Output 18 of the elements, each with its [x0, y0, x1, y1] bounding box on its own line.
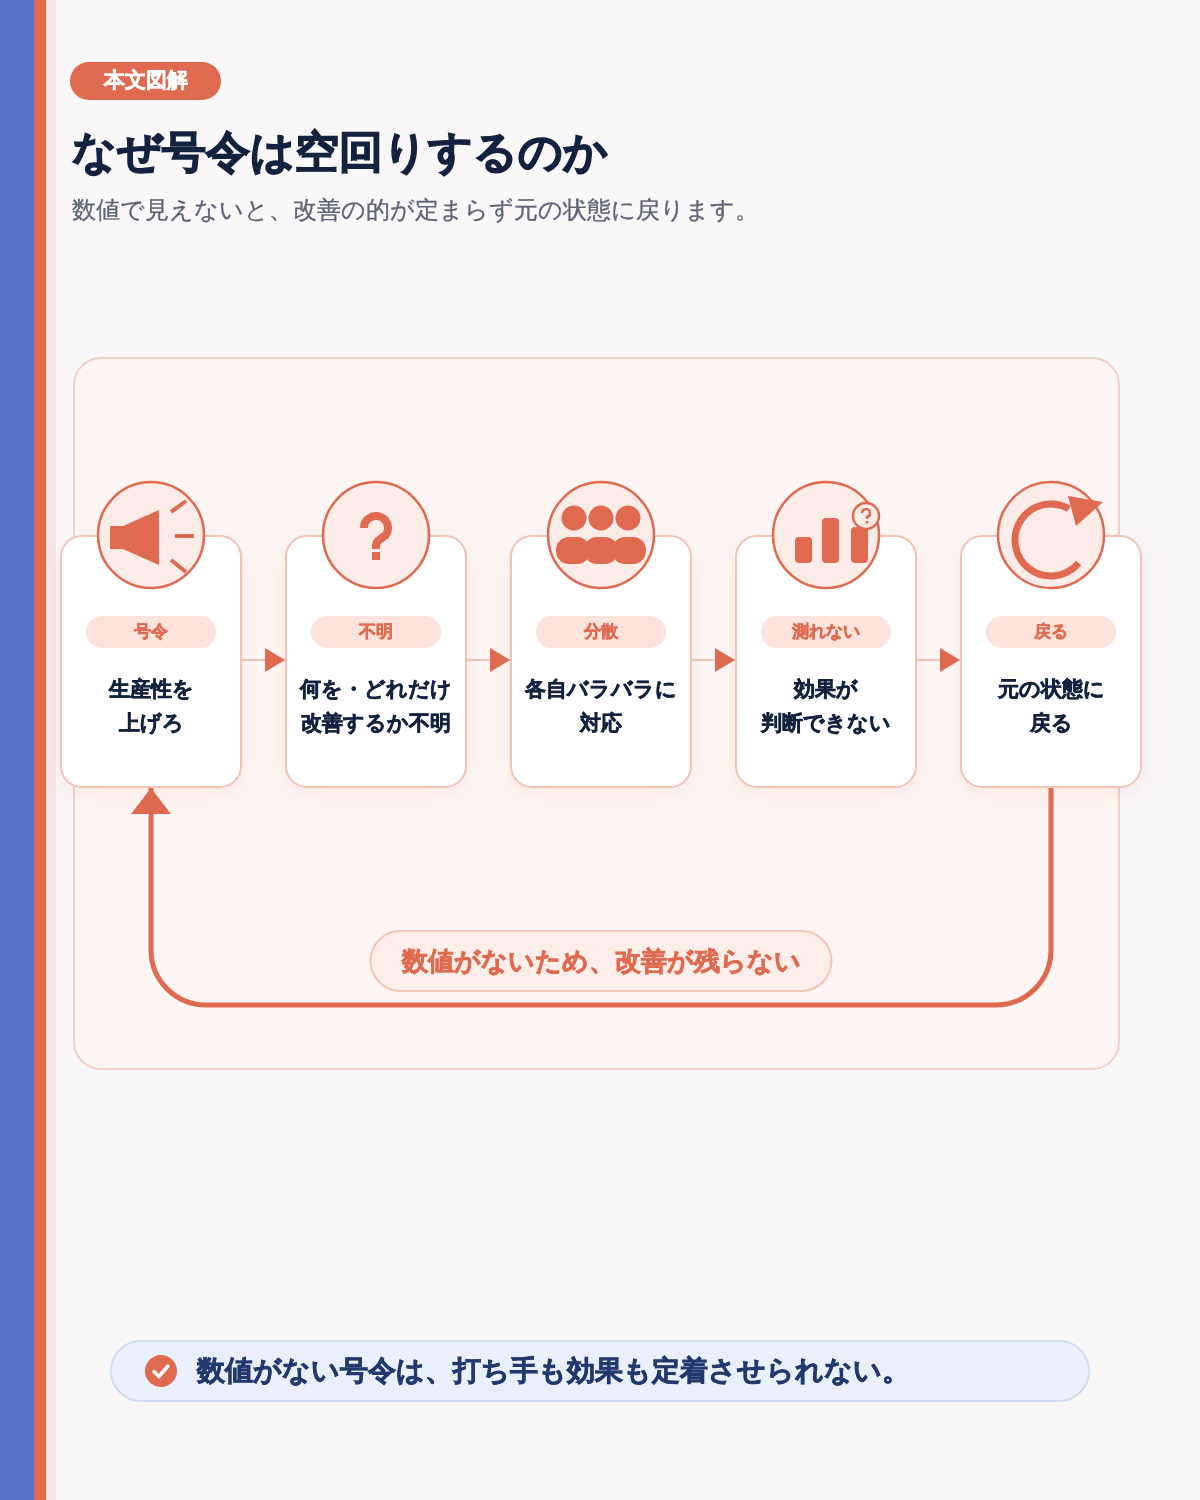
step-tag: 分散 [536, 616, 666, 648]
step-text: 元の状態に戻る [996, 676, 1106, 737]
step-tag: 戻る [986, 616, 1116, 648]
title-text: なぜ号令は空回りするのか [72, 125, 608, 179]
step-tag: 測れない [761, 616, 891, 648]
step-text: 生産性を上げろ [107, 676, 195, 737]
arrow [466, 648, 511, 672]
arrow [691, 648, 736, 672]
subtitle-text: 数値で見えないと、改善の的が定まらず元の状態に戻ります。 [72, 195, 759, 226]
step-text: 効果が判断できない [760, 676, 892, 737]
step-text: 何を・どれだけ改善するか不明 [298, 676, 453, 737]
arrow [241, 648, 286, 672]
step-tag: 不明 [311, 616, 441, 648]
arrow [916, 648, 961, 672]
section-tag: 本文図解 [70, 62, 221, 100]
summary-text: 数値がない号令は、打ち手も効果も定着させられない。 [197, 1353, 910, 1389]
step-tag: 号令 [86, 616, 216, 648]
step-text: 各自バラバラに対応 [524, 676, 678, 737]
